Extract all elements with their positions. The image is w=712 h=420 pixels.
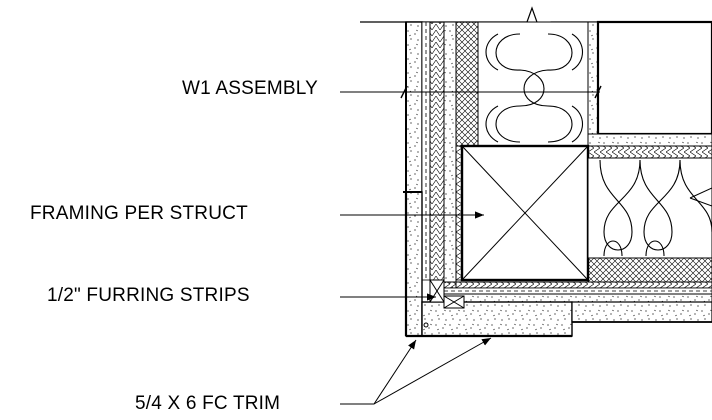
label-framing: FRAMING PER STRUCT <box>30 203 248 224</box>
label-furring-strips: 1/2" FURRING STRIPS <box>47 285 250 306</box>
leader-lines <box>340 211 492 405</box>
batt-insulation-lower <box>599 159 712 257</box>
floor-layers <box>429 145 712 303</box>
label-trim: 5/4 X 6 FC TRIM <box>135 393 281 414</box>
label-w1-assembly: W1 ASSEMBLY <box>182 78 318 99</box>
wall-layers <box>405 21 589 291</box>
batt-insulation-upper <box>485 33 584 143</box>
assembly-line <box>340 85 602 99</box>
framing-block <box>455 144 590 282</box>
interior-finish <box>587 20 712 147</box>
